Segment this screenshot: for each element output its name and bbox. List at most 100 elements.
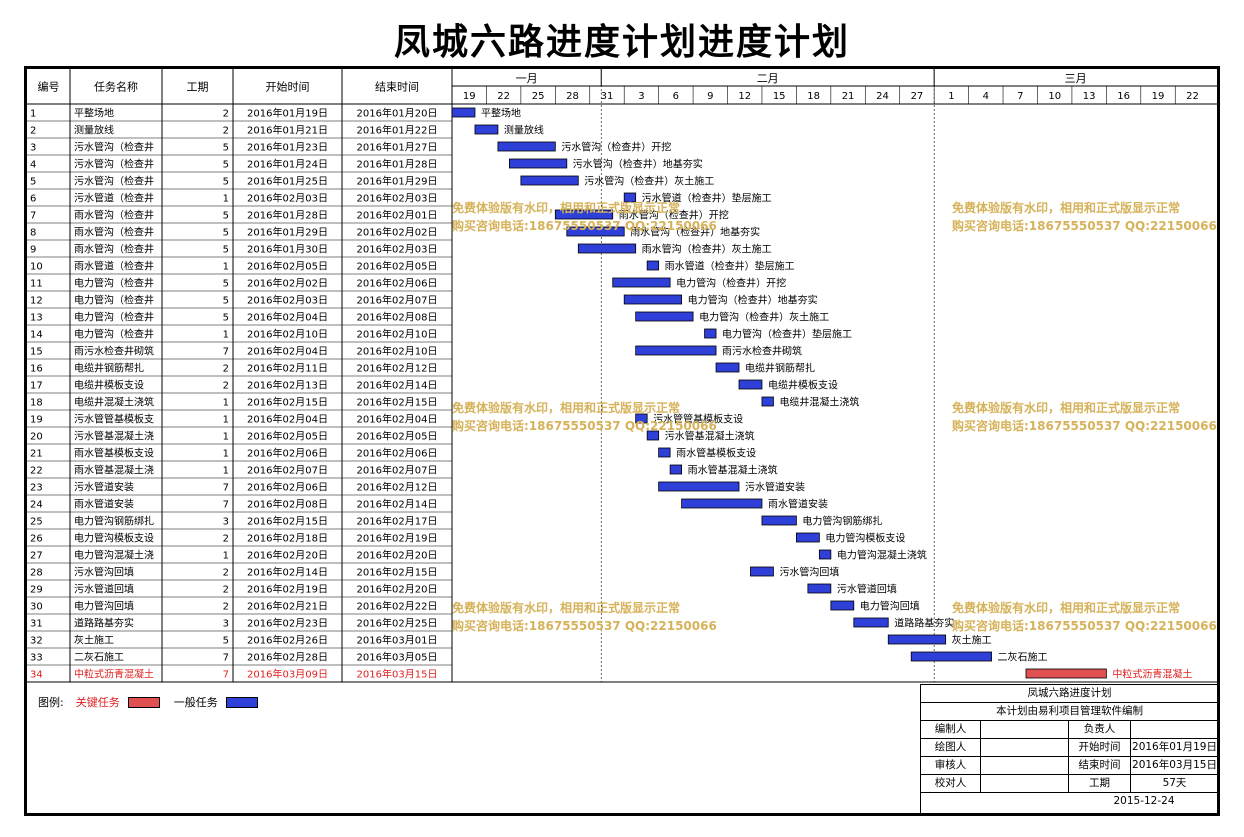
bar-label: 污水管道（检查井）垫层施工	[642, 192, 772, 205]
task-start: 2016年02月28日	[247, 651, 328, 664]
task-end: 2016年02月01日	[357, 209, 438, 222]
task-start: 2016年02月15日	[247, 515, 328, 528]
info-end-label: 结束时间	[1069, 757, 1131, 774]
task-id: 27	[30, 551, 43, 562]
task-id: 1	[30, 109, 36, 120]
task-end: 2016年02月12日	[357, 481, 438, 494]
gantt-bar	[508, 158, 568, 169]
legend-normal-label: 一般任务	[173, 696, 218, 709]
info-editor-value	[981, 721, 1069, 738]
gantt-bar	[887, 634, 947, 645]
bar-label: 雨水管沟（检查井）地基夯实	[630, 226, 760, 239]
gantt-bar	[497, 141, 556, 152]
task-name: 污水管道（检查井	[74, 192, 154, 205]
task-id: 20	[30, 432, 43, 443]
task-name: 雨水管道安装	[74, 498, 134, 511]
task-duration: 7	[223, 500, 229, 511]
task-start: 2016年02月26日	[247, 634, 328, 647]
task-id: 3	[30, 143, 36, 154]
bar-label: 平整场地	[481, 107, 521, 120]
task-id: 6	[30, 194, 36, 205]
task-start: 2016年02月13日	[247, 379, 328, 392]
bar-label: 雨水管沟（检查井）灰土施工	[642, 243, 772, 256]
task-name: 污水管管基模板支	[74, 413, 154, 426]
task-start: 2016年02月04日	[247, 311, 328, 324]
task-id: 28	[30, 568, 43, 579]
header-start: 开始时间	[266, 80, 310, 94]
gantt-bar	[1025, 668, 1107, 679]
task-name: 电力管沟钢筋绑扎	[74, 515, 154, 528]
task-start: 2016年02月10日	[247, 328, 328, 341]
task-duration: 5	[223, 160, 229, 171]
task-id: 23	[30, 483, 43, 494]
day-tick-label: 19	[1152, 91, 1165, 102]
task-end: 2016年02月22日	[357, 600, 438, 613]
bar-label: 雨水管沟（检查井）开挖	[619, 209, 729, 222]
gantt-bar	[761, 396, 774, 407]
task-name: 雨水管沟（检查井	[74, 243, 154, 256]
gantt-bar	[715, 362, 740, 373]
gantt-bar	[554, 209, 614, 220]
task-name: 污水管沟（检查井	[74, 141, 154, 154]
info-row-reviewer: 审核人 结束时间 2016年03月15日	[921, 757, 1219, 775]
day-tick-label: 10	[1048, 91, 1061, 102]
day-tick-label: 4	[983, 91, 989, 102]
task-name: 电力管沟模板支设	[74, 532, 154, 545]
task-name: 二灰石施工	[74, 651, 124, 664]
task-duration: 5	[223, 177, 229, 188]
day-tick-label: 16	[1117, 91, 1130, 102]
info-date: 2015-12-24	[1113, 795, 1175, 807]
task-end: 2016年01月27日	[357, 141, 438, 154]
gantt-bar	[635, 311, 694, 322]
day-tick-label: 9	[707, 91, 713, 102]
task-id: 18	[30, 398, 43, 409]
gantt-bar	[635, 345, 717, 356]
gantt-bar	[646, 260, 660, 271]
task-duration: 5	[223, 143, 229, 154]
gantt-bar	[704, 328, 717, 339]
gantt-bar	[658, 447, 671, 458]
task-end: 2016年02月03日	[357, 192, 438, 205]
gantt-bar	[520, 175, 579, 186]
task-end: 2016年02月14日	[357, 379, 438, 392]
task-start: 2016年02月14日	[247, 566, 328, 579]
task-end: 2016年02月06日	[357, 447, 438, 460]
task-name: 平整场地	[74, 107, 114, 120]
day-tick-label: 28	[566, 91, 579, 102]
gantt-bar	[623, 192, 637, 203]
task-start: 2016年02月06日	[247, 481, 328, 494]
bar-label: 雨污水检查井砌筑	[722, 345, 802, 358]
task-name: 道路路基夯实	[74, 617, 134, 630]
task-duration: 1	[223, 330, 229, 341]
legend: 图例: 关键任务 一般任务	[38, 694, 258, 710]
task-end: 2016年02月02日	[357, 226, 438, 239]
task-end: 2016年02月03日	[357, 243, 438, 256]
task-id: 14	[30, 330, 43, 341]
task-id: 30	[30, 602, 43, 613]
task-start: 2016年02月03日	[247, 294, 328, 307]
watermark-line2: 购买咨询电话:18675550537 QQ:22150066	[952, 618, 1217, 633]
task-duration: 7	[223, 653, 229, 664]
task-duration: 7	[223, 347, 229, 358]
info-start-value: 2016年01月19日	[1131, 739, 1219, 756]
gantt-bar	[796, 532, 820, 543]
bar-label: 电缆井模板支设	[768, 379, 838, 392]
task-end: 2016年02月04日	[357, 413, 438, 426]
info-note: 本计划由易利项目管理软件编制	[921, 703, 1219, 720]
gantt-frame	[24, 66, 1220, 816]
bar-label: 污水管沟（检查井）地基夯实	[573, 158, 703, 171]
bar-label: 雨水管基模板支设	[676, 447, 756, 460]
task-name: 电力管沟（检查井	[74, 294, 154, 307]
task-id: 33	[30, 653, 43, 664]
day-tick-label: 25	[532, 91, 545, 102]
task-duration: 7	[223, 670, 229, 681]
info-project-name: 凤城六路进度计划	[921, 685, 1219, 702]
header-dur: 工期	[187, 81, 209, 94]
task-end: 2016年02月15日	[357, 566, 438, 579]
task-start: 2016年01月19日	[247, 107, 328, 120]
task-start: 2016年02月07日	[247, 464, 328, 477]
bar-label: 雨水管道（检查井）垫层施工	[665, 260, 795, 273]
task-name: 雨水管基混凝土浇	[74, 464, 154, 477]
task-end: 2016年02月12日	[357, 362, 438, 375]
task-end: 2016年02月20日	[357, 549, 438, 562]
